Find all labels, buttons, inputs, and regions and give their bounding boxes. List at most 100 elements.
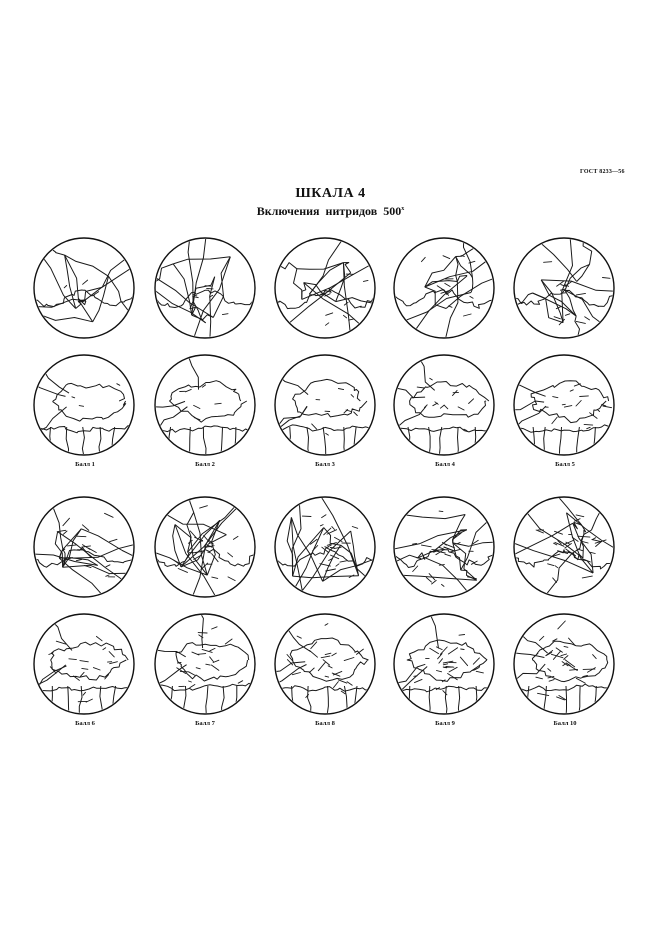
grain-boundary: [156, 274, 214, 318]
nitride-inclusion: [328, 558, 333, 561]
grain-boundary: [290, 517, 305, 596]
nitride-inclusion: [324, 293, 331, 297]
grain-boundary: [452, 541, 493, 547]
nitride-inclusion: [333, 546, 342, 550]
grain-boundary: [408, 685, 411, 713]
scale-subtitle: Включения нитридов 500x: [0, 202, 661, 218]
nitride-inclusion: [205, 663, 211, 666]
nitride-inclusion: [575, 400, 582, 407]
nitride-inclusion: [463, 313, 472, 317]
grain-boundary: [428, 685, 431, 713]
grain-boundary: [192, 301, 207, 324]
nitride-inclusion: [221, 313, 229, 316]
grain-boundary: [298, 530, 352, 596]
nitride-inclusion: [444, 543, 455, 549]
nitride-inclusion: [443, 546, 455, 552]
grain-boundary: [35, 547, 133, 568]
nitride-inclusion: [561, 403, 566, 406]
micrograph-structure: [515, 380, 613, 454]
grain-boundary: [186, 356, 199, 390]
grain-boundary: [172, 524, 182, 568]
nitride-inclusion: [321, 546, 330, 554]
grain-boundary: [409, 381, 490, 418]
grain-boundary: [287, 426, 291, 454]
nitride-inclusion: [589, 412, 598, 419]
nitride-inclusion: [562, 663, 567, 667]
nitride-inclusion: [581, 540, 589, 544]
nitride-inclusion: [207, 539, 214, 545]
nitride-inclusion: [437, 653, 443, 660]
nitride-inclusion: [325, 432, 329, 436]
nitride-inclusion: [48, 652, 54, 655]
nitride-inclusion: [324, 652, 332, 656]
nitride-inclusion: [55, 640, 67, 645]
nitride-inclusion: [435, 646, 443, 651]
nitride-inclusion: [554, 541, 565, 547]
grain-boundary: [85, 265, 133, 292]
grain-boundary: [98, 426, 102, 454]
grain-boundary: [35, 685, 133, 692]
grain-boundary: [565, 685, 567, 713]
nitride-inclusion: [442, 255, 451, 260]
nitride-inclusion: [187, 539, 193, 544]
nitride-inclusion: [577, 535, 591, 538]
grain-boundary: [592, 426, 596, 454]
grain-boundary: [202, 426, 207, 454]
grain-boundary: [35, 553, 98, 566]
grain-boundary: [531, 640, 609, 683]
nitride-inclusion: [475, 670, 484, 674]
nitride-inclusion: [457, 406, 465, 411]
nitride-inclusion: [362, 279, 369, 282]
nitride-inclusion: [449, 548, 461, 553]
grain-boundary: [455, 244, 479, 257]
nitride-inclusion: [323, 527, 332, 536]
nitride-inclusion: [582, 558, 591, 563]
grain-boundary: [581, 524, 587, 535]
grain-boundary: [424, 256, 457, 288]
grain-boundary: [417, 529, 468, 559]
nitride-inclusion: [578, 548, 584, 552]
nitride-inclusion: [602, 405, 613, 409]
nitride-inclusion: [201, 384, 207, 388]
nitride-inclusion: [92, 667, 101, 671]
nitride-inclusion: [560, 653, 568, 657]
nitride-inclusion: [189, 530, 197, 539]
grain-boundary: [40, 254, 77, 309]
grain-boundary: [572, 523, 594, 574]
nitride-inclusion: [469, 295, 474, 299]
nitride-inclusion: [563, 655, 569, 660]
nitride-inclusion: [211, 553, 219, 563]
nitride-inclusion: [563, 645, 569, 648]
grain-boundary: [515, 424, 613, 433]
nitride-inclusion: [188, 671, 196, 676]
nitride-inclusion: [75, 559, 82, 562]
nitride-inclusion: [198, 634, 204, 639]
nitride-inclusion: [348, 574, 355, 578]
micrograph-structure: [276, 498, 374, 596]
grain-boundary: [189, 498, 195, 513]
grain-boundary: [306, 426, 311, 454]
nitride-inclusion: [567, 664, 578, 671]
nitride-inclusion: [452, 532, 462, 540]
micrograph-structure: [156, 239, 254, 337]
nitride-inclusion: [564, 543, 572, 549]
grain-boundary: [292, 575, 359, 579]
grain-boundary: [64, 254, 109, 277]
grain-boundary: [156, 400, 186, 408]
nitride-inclusion: [209, 656, 215, 663]
grain-boundary: [428, 426, 431, 454]
nitride-inclusion: [85, 698, 93, 703]
micrograph-circle: [33, 237, 135, 339]
grain-boundary: [292, 378, 368, 418]
grain-boundary: [156, 648, 186, 658]
nitride-inclusion: [333, 681, 339, 689]
grain-boundary: [81, 528, 133, 559]
nitride-inclusion: [177, 568, 188, 573]
micrograph-circle: [393, 613, 495, 715]
nitride-inclusion: [429, 647, 439, 655]
grade-label: Балл 5: [555, 461, 575, 468]
nitride-inclusion: [413, 675, 418, 677]
nitride-inclusion: [425, 577, 432, 583]
nitride-inclusion: [78, 405, 85, 407]
grain-boundary: [396, 574, 477, 581]
